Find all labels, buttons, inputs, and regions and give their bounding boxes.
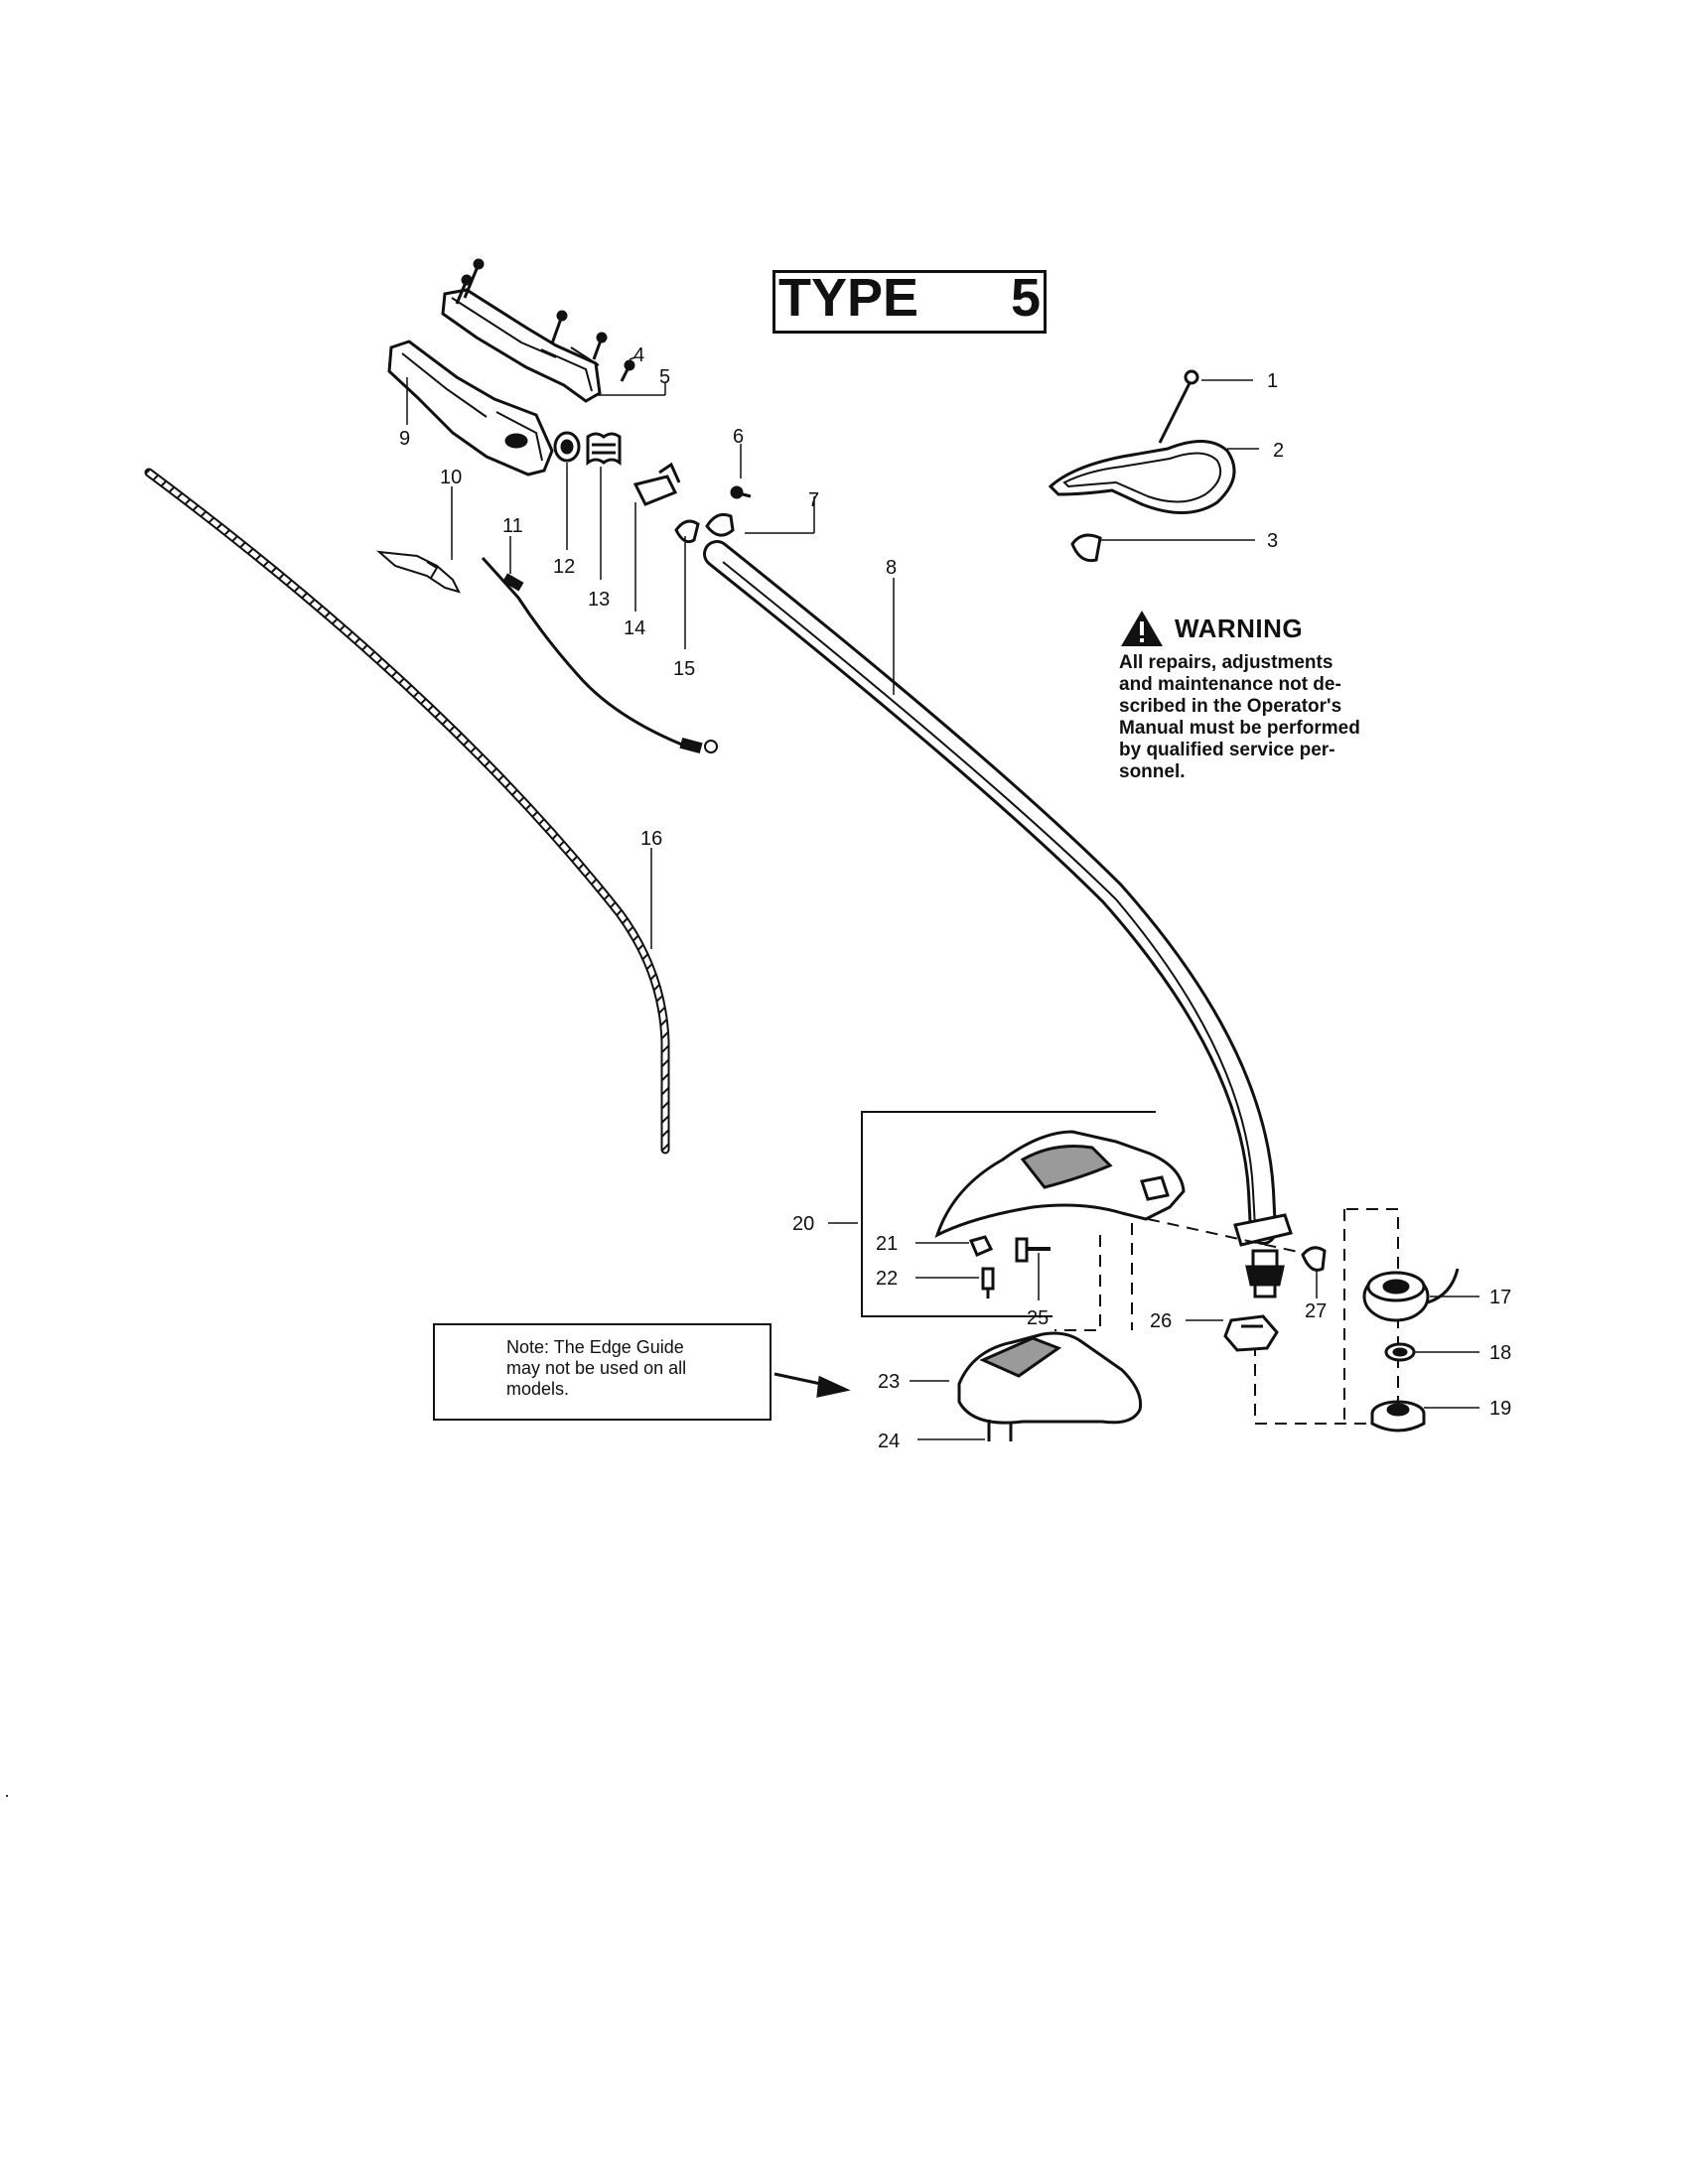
spring (1384, 1342, 1416, 1362)
edge-guide (957, 1331, 1143, 1441)
scan-speck (6, 1795, 8, 1797)
callout-4: 4 (633, 344, 644, 366)
shaft-end-fittings (1233, 1213, 1293, 1298)
type-heading: TYPE 5 (778, 266, 1041, 330)
edge-guide-note: Note: The Edge Guide may not be used on … (433, 1323, 772, 1421)
warning-block: WARNING All repairs, adjustments and mai… (1119, 609, 1417, 783)
callout-25: 25 (1027, 1307, 1049, 1329)
warning-title: WARNING (1175, 613, 1304, 643)
callout-labels: 1 2 3 4 5 6 7 8 9 10 11 12 13 14 15 16 1… (399, 344, 1511, 1452)
callout-21: 21 (876, 1233, 898, 1255)
callout-5: 5 (659, 366, 670, 388)
type-number: 5 (1010, 268, 1041, 328)
guard-assembly-bracket (861, 1111, 1156, 1317)
lower-handle-half (387, 340, 554, 477)
callout-27: 27 (1305, 1300, 1327, 1322)
hex-nut (1223, 1314, 1279, 1352)
warning-header: WARNING (1119, 609, 1417, 648)
callout-24: 24 (878, 1431, 900, 1452)
callout-1: 1 (1267, 370, 1278, 392)
callout-7: 7 (808, 489, 819, 511)
callout-20: 20 (792, 1213, 814, 1235)
callout-16: 16 (640, 828, 662, 850)
callout-2: 2 (1273, 440, 1284, 462)
callout-23: 23 (878, 1371, 900, 1393)
callout-6: 6 (733, 426, 744, 448)
type-word: TYPE (778, 268, 919, 328)
type-box (772, 270, 1047, 334)
handle-screws (455, 258, 635, 382)
callout-9: 9 (399, 428, 410, 450)
shield-hardware (968, 1235, 1051, 1298)
callout-18: 18 (1489, 1342, 1511, 1364)
warning-text: All repairs, adjustments and maintenance… (1119, 652, 1360, 782)
bump-knob (1370, 1400, 1426, 1433)
callout-17: 17 (1489, 1287, 1511, 1308)
callout-22: 22 (876, 1268, 898, 1290)
callout-8: 8 (886, 557, 897, 579)
handle-small-parts (553, 431, 752, 544)
leader-lines (406, 356, 1479, 1440)
wing-clip (1301, 1246, 1327, 1272)
drive-shaft (144, 468, 670, 1155)
note-text: Note: The Edge Guide may not be used on … (506, 1337, 687, 1399)
callout-19: 19 (1489, 1398, 1511, 1420)
callout-12: 12 (553, 556, 575, 578)
spool (1362, 1268, 1460, 1322)
callout-15: 15 (673, 658, 695, 680)
loop-handle (1048, 439, 1236, 514)
shaft-tube (703, 540, 1277, 1245)
upper-handle-half (441, 288, 602, 403)
grass-shield (934, 1130, 1186, 1238)
throttle-cable (481, 556, 718, 754)
warning-triangle-icon (1121, 611, 1163, 646)
callout-14: 14 (624, 617, 645, 639)
callout-13: 13 (588, 589, 610, 611)
throttle-trigger (375, 550, 461, 594)
callout-10: 10 (440, 467, 462, 488)
loop-handle-nut (1070, 533, 1102, 563)
loop-handle-bolt (1158, 369, 1199, 444)
note-arrow (773, 1372, 851, 1398)
callout-3: 3 (1267, 530, 1278, 552)
callout-11: 11 (502, 515, 523, 537)
callout-26: 26 (1150, 1310, 1172, 1332)
